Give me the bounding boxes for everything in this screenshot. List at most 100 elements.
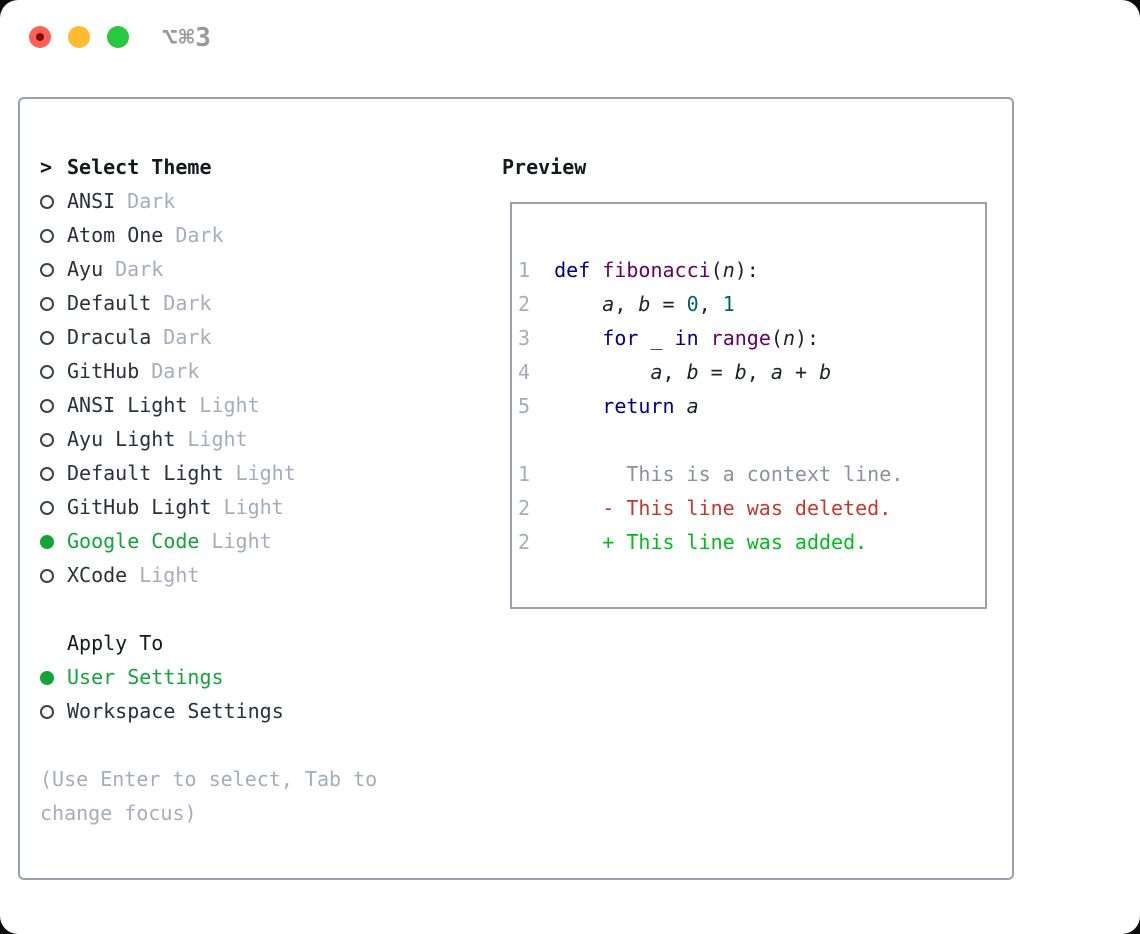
code-token: ( bbox=[710, 258, 723, 282]
code-token: b bbox=[819, 360, 832, 384]
line-number: 4 bbox=[518, 360, 531, 384]
code-line: 2 a, b = 0, 1 bbox=[518, 287, 985, 321]
option-label: XCode bbox=[67, 563, 128, 587]
code-token: n bbox=[782, 326, 795, 350]
option-marker bbox=[40, 286, 67, 320]
radio-icon bbox=[40, 705, 54, 719]
code-line: 5 return a bbox=[518, 389, 985, 423]
apply-to-list: User Settings Workspace Settings bbox=[40, 660, 422, 728]
option-label: ANSI bbox=[67, 189, 116, 213]
option-variant-label: Dark bbox=[163, 325, 212, 349]
diff-line-context: 1 This is a context line. bbox=[518, 457, 985, 491]
preview-title: Preview bbox=[502, 155, 587, 179]
keyboard-shortcut-label: ⌥⌘3 bbox=[162, 23, 212, 53]
option-variant-label: Dark bbox=[175, 223, 224, 247]
radio-icon bbox=[40, 331, 54, 345]
spacer bbox=[40, 728, 422, 762]
radio-icon bbox=[40, 433, 54, 447]
close-button[interactable] bbox=[29, 26, 51, 48]
radio-icon bbox=[40, 365, 54, 379]
code-token: , bbox=[662, 360, 687, 384]
apply-to-option[interactable]: User Settings bbox=[40, 660, 422, 694]
option-marker bbox=[40, 354, 67, 388]
code-token: ): bbox=[794, 326, 820, 350]
option-marker bbox=[40, 558, 67, 592]
code-token bbox=[675, 394, 687, 418]
code-token: ): bbox=[734, 258, 759, 282]
option-marker bbox=[40, 252, 67, 286]
maximize-button[interactable] bbox=[107, 26, 129, 48]
code-token: def bbox=[554, 258, 591, 282]
select-theme-title: Select Theme bbox=[67, 155, 212, 179]
diff-text: - This line was deleted. bbox=[554, 496, 892, 520]
code-token: = bbox=[698, 360, 735, 384]
code-token bbox=[554, 292, 602, 316]
theme-option[interactable]: XCode Light bbox=[40, 558, 422, 592]
line-number: 3 bbox=[518, 326, 531, 350]
radio-icon bbox=[40, 671, 54, 685]
radio-icon bbox=[40, 501, 54, 515]
spacer bbox=[40, 592, 422, 626]
select-theme-header: > Select Theme bbox=[40, 150, 422, 184]
option-label: User Settings bbox=[67, 665, 224, 689]
code-token: a bbox=[770, 360, 783, 384]
option-label: Google Code bbox=[67, 529, 200, 553]
unsaved-changes-dot bbox=[36, 33, 44, 41]
option-marker bbox=[40, 694, 67, 728]
option-label: Ayu Light bbox=[67, 427, 176, 451]
code-token: range bbox=[710, 326, 771, 350]
diff-block: 1 This is a context line.2 - This line w… bbox=[518, 457, 985, 559]
code-token bbox=[699, 326, 711, 350]
code-token: a bbox=[686, 394, 699, 418]
code-token: a bbox=[650, 360, 663, 384]
code-token: n bbox=[722, 258, 735, 282]
code-token: + bbox=[782, 360, 820, 384]
code-token: , bbox=[614, 292, 639, 316]
code-token: return bbox=[602, 394, 675, 418]
code-token: in bbox=[674, 326, 699, 350]
line-number: 2 bbox=[518, 530, 531, 554]
option-marker bbox=[40, 456, 67, 490]
option-marker bbox=[40, 320, 67, 354]
option-marker bbox=[40, 422, 67, 456]
minimize-button[interactable] bbox=[68, 26, 90, 48]
line-number: 2 bbox=[518, 496, 531, 520]
theme-option[interactable]: ANSI Dark bbox=[40, 184, 422, 218]
option-variant-label: Dark bbox=[163, 291, 212, 315]
diff-text: This is a context line. bbox=[554, 462, 904, 486]
radio-icon bbox=[40, 569, 54, 583]
selection-prompt-icon: > bbox=[40, 155, 53, 179]
apply-to-option[interactable]: Workspace Settings bbox=[40, 694, 422, 728]
code-token: ( bbox=[770, 326, 783, 350]
option-label: ANSI Light bbox=[67, 393, 188, 417]
option-variant-label: Light bbox=[139, 563, 200, 587]
radio-icon bbox=[40, 263, 54, 277]
option-marker bbox=[40, 660, 67, 694]
option-variant-label: Light bbox=[211, 529, 272, 553]
code-token: a bbox=[602, 292, 615, 316]
code-token bbox=[554, 360, 650, 384]
option-variant-label: Light bbox=[235, 461, 296, 485]
theme-option[interactable]: Google Code Light bbox=[40, 524, 422, 558]
option-marker bbox=[40, 218, 67, 252]
option-variant-label: Dark bbox=[127, 189, 176, 213]
radio-icon bbox=[40, 535, 54, 549]
code-line: 3 for _ in range(n): bbox=[518, 321, 985, 355]
code-token: , bbox=[698, 292, 723, 316]
code-token: 0 bbox=[686, 292, 699, 316]
diff-line-deleted: 2 - This line was deleted. bbox=[518, 491, 985, 525]
